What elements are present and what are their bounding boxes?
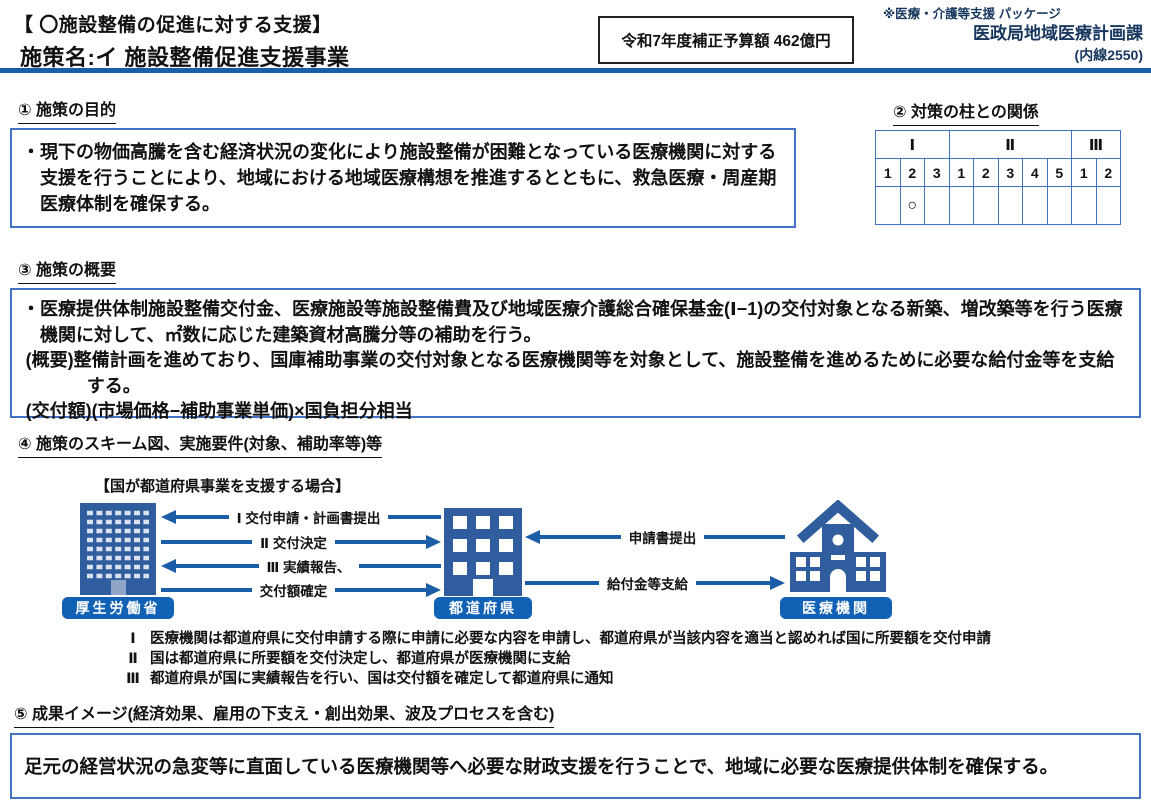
pillar-mark [924,186,950,225]
arrow-amount-confirmation: 交付額確定 [161,582,441,599]
pillar-col: 1 [1071,158,1097,187]
pillar-mark-circle: ○ [899,186,925,225]
section1-heading: ① 施策の目的 [18,96,116,124]
section5-body: 足元の経営状況の急変等に直面している医療機関等へ必要な財政支援を行うことで、地域… [24,756,1059,777]
scheme-note-1: Ⅰ 医療機関は都道府県に交付申請する際に申請に必要な内容を申請し、都道府県が当該… [130,631,991,647]
budget-box: 令和7年度補正予算額 462億円 [598,16,854,64]
header-right-block: ※医療・介護等支援 パッケージ 医政局地域医療計画課 (内線2550) [883,6,1143,65]
pillar-mark [973,186,999,225]
section5-outcome-box: 足元の経営状況の急変等に直面している医療機関等へ必要な財政支援を行うことで、地域… [10,733,1141,799]
scheme-note-2: Ⅱ 国は都道府県に所要額を交付決定し、都道府県が医療機関に支給 [128,651,571,667]
scheme-note-3: Ⅲ 都道府県が国に実績報告を行い、国は交付額を確定して都道府県に通知 [126,671,614,687]
section3-overview-box: ・医療提供体制施設整備交付金、医療施設等施設整備費及び地域医療介護総合確保基金(… [10,288,1141,421]
section1-body: ・現下の物価高騰を含む経済状況の変化により施設整備が困難となっている医療機関に対… [22,142,777,215]
arrowhead-left-icon [161,559,176,573]
pillar-col: 5 [1046,158,1072,187]
department-name: 医政局地域医療計画課 [973,23,1143,43]
scheme-subheading: 【国が都道府県事業を支援する場合】 [95,478,351,495]
arrow-label: 給付金等支給 [607,577,688,592]
table-row: ○ [875,186,1121,225]
section5-heading: ⑤ 成果イメージ(経済効果、雇用の下支え・創出効果、波及プロセスを含む) [14,700,555,728]
arrow-benefit-payment: 給付金等支給 [525,575,785,592]
pillar-col: 2 [973,158,999,187]
pillar-col: 3 [924,158,950,187]
pillar-col: 2 [899,158,925,187]
section3-heading: ③ 施策の概要 [18,256,116,284]
medical-institution-badge: 医療機関 [780,597,892,619]
arrow-grant-application: Ⅰ 交付申請・計画書提出 [161,509,441,526]
arrow-label: Ⅲ 実績報告、 [266,560,351,575]
table-row: Ⅰ Ⅱ Ⅲ [875,130,1121,159]
pillar-mark [1071,186,1097,225]
arrow-label: 申請書提出 [628,531,697,546]
pillar-mark [1046,186,1072,225]
arrowhead-right-icon [426,583,441,597]
pillar-col: 4 [1022,158,1048,187]
pillar-mark [1022,186,1048,225]
pillar-group-3: Ⅲ [1071,130,1121,159]
policy-name: 施策名:イ 施設整備促進支援事業 [20,45,350,70]
arrow-label: Ⅰ 交付申請・計画書提出 [236,511,381,526]
prefecture-badge: 都道府県 [434,597,532,619]
header-divider-rule [0,68,1151,73]
pillar-col: 2 [1095,158,1121,187]
pillar-mark [948,186,974,225]
section3-line2: (概要)整備計画を進めており、国庫補助事業の交付対象となる医療機関等を対象として… [25,350,1115,396]
section4-heading: ④ 施策のスキーム図、実施要件(対象、補助率等)等 [18,430,383,458]
pillar-group-1: Ⅰ [875,130,950,159]
arrowhead-left-icon [161,510,176,524]
arrowhead-left-icon [525,530,540,544]
table-row: 1 2 3 1 2 3 4 5 1 2 [875,158,1121,187]
prefecture-building-icon [444,508,522,596]
arrow-application-submission: 申請書提出 [525,529,785,546]
arrow-results-report: Ⅲ 実績報告、 [161,558,442,575]
arrowhead-right-icon [770,576,785,590]
pillar-group-2: Ⅱ [948,130,1072,159]
pillar-mark [997,186,1023,225]
ministry-building-icon [78,503,158,595]
medical-institution-building-icon [788,499,888,592]
pillar-mark [1095,186,1121,225]
section3-line1: ・医療提供体制施設整備交付金、医療施設等施設整備費及び地域医療介護総合確保基金(… [22,299,1123,345]
category-title: 【 〇施設整備の促進に対する支援】 [14,15,332,36]
section2-heading: ② 対策の柱との関係 [893,98,1039,126]
section3-line3: (交付額)(市場価格−補助事業単価)×国負担分相当 [25,401,413,422]
pillar-mark [875,186,901,225]
pillar-col: 1 [948,158,974,187]
pillar-relation-table: Ⅰ Ⅱ Ⅲ 1 2 3 1 2 3 4 5 1 2 ○ [875,130,1121,225]
section1-purpose-box: ・現下の物価高騰を含む経済状況の変化により施設整備が困難となっている医療機関に対… [10,128,796,228]
arrowhead-right-icon [426,535,441,549]
arrow-label: 交付額確定 [259,584,328,599]
package-note: ※医療・介護等支援 パッケージ [883,7,1061,21]
arrow-grant-decision: Ⅱ 交付決定 [161,534,441,551]
pillar-col: 3 [997,158,1023,187]
ministry-badge: 厚生労働省 [62,597,174,619]
scheme-notes: Ⅰ 医療機関は都道府県に交付申請する際に申請に必要な内容を申請し、都道府県が当該… [116,629,1136,689]
phone-extension: (内線2550) [1074,46,1143,63]
pillar-col: 1 [875,158,901,187]
arrow-label: Ⅱ 交付決定 [260,536,327,551]
